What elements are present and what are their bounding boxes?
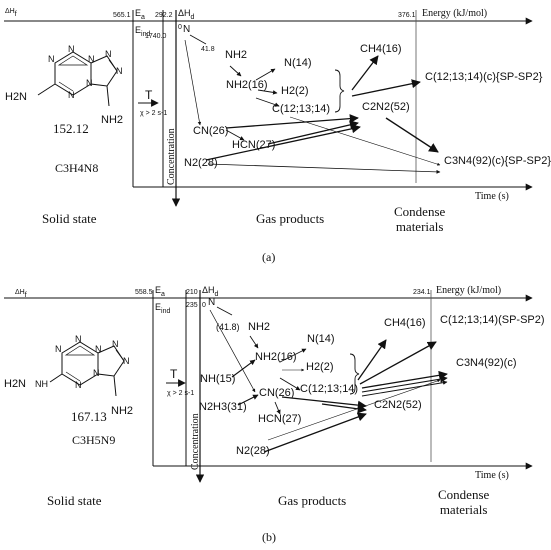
ea-label: Ea xyxy=(135,8,145,22)
delta-hd-label: ΔHd xyxy=(178,8,195,22)
species-c-121314: C(12;13;14) xyxy=(272,103,331,115)
intermediate-value: 41.8 xyxy=(201,46,215,53)
gas-products-label: Gas products xyxy=(278,493,347,508)
energy-value: 234.1 xyxy=(413,289,431,296)
energy-axis-label: Energy (kJ/mol) xyxy=(436,285,502,296)
panel-b-arrows xyxy=(166,306,448,453)
species-c-121314: C(12;13;14) xyxy=(300,383,359,395)
time-axis-label: Time (s) xyxy=(475,470,509,481)
formula: C3H4N8 xyxy=(55,161,99,175)
rate-label: χ > 2 s-1 xyxy=(140,110,168,117)
panel-a-axes xyxy=(4,10,533,207)
zero-label: 0 xyxy=(178,24,182,31)
temperature-label: T xyxy=(145,88,153,102)
species-nh2-top: NH2 xyxy=(225,49,248,61)
panel-b-molecule xyxy=(49,341,125,397)
molecular-mass: 167.13 xyxy=(71,409,107,424)
formula: C3H5N9 xyxy=(72,433,116,447)
solid-state-label: Solid state xyxy=(47,493,102,508)
species-c-condensed: C(12;13;14)(SP-SP2) xyxy=(440,314,545,326)
molecular-mass: 152.12 xyxy=(53,121,89,136)
condense-materials-label: Condense materials xyxy=(438,487,490,517)
panel-b-caption: (b) xyxy=(262,530,276,544)
temperature-label: T xyxy=(170,367,178,381)
species-hcn: HCN(27) xyxy=(258,413,302,425)
ring-n: N xyxy=(105,49,112,59)
eind-value: 1740.0 xyxy=(145,33,167,40)
ea-label: Ea xyxy=(155,285,165,299)
panel-b-axes xyxy=(4,290,533,483)
species-n14: N(14) xyxy=(284,57,312,69)
delta-hd-label: ΔHd xyxy=(202,285,219,299)
gas-products-label: Gas products xyxy=(256,211,325,226)
species-c-condensed: C(12;13;14)(c){SP-SP2} xyxy=(425,71,543,83)
zero-label: 0 xyxy=(202,302,206,309)
delta-hf-label: ΔHf xyxy=(5,8,17,18)
species-c3n4: C3N4(92)(c){SP-SP2} xyxy=(444,155,551,167)
time-axis-label: Time (s) xyxy=(475,191,509,202)
h2n-left: H2N xyxy=(4,378,27,390)
species-h2: H2(2) xyxy=(281,85,309,97)
diagram-lines xyxy=(4,10,533,483)
energy-value: 376.1 xyxy=(398,12,416,19)
panel-a-caption: (a) xyxy=(262,250,276,264)
ring-n: N xyxy=(88,54,95,64)
species-n2: N2(28) xyxy=(236,445,270,457)
ring-n: N xyxy=(48,54,55,64)
nh2-bottom: NH2 xyxy=(111,405,134,417)
concentration-axis: Concentration xyxy=(190,413,201,470)
ring-n: N xyxy=(116,66,123,76)
ring-n: N xyxy=(123,356,130,366)
species-cn: CN(26) xyxy=(259,387,295,399)
ring-n: N xyxy=(95,344,102,354)
eind-label: Eind xyxy=(155,302,171,316)
nh-left: NH xyxy=(35,379,48,389)
hf-value: 558.5 xyxy=(135,289,153,296)
ea-value: 292.2 xyxy=(155,12,173,19)
species-n2: N2(28) xyxy=(184,157,218,169)
rate-label: χ > 2 s-1 xyxy=(167,390,195,397)
delta-hf-label: ΔHf xyxy=(15,289,27,299)
solid-state-label: Solid state xyxy=(42,211,97,226)
ring-n: N xyxy=(68,44,75,54)
eind-label: Eind xyxy=(135,25,151,39)
ring-n: N xyxy=(112,339,119,349)
ring-n: N xyxy=(93,368,100,378)
ring-n: N xyxy=(55,344,62,354)
hf-value: 565.1 xyxy=(113,12,131,19)
panel-a-arrows xyxy=(138,34,441,174)
ea-value: 210 xyxy=(186,289,198,296)
species-ch4: CH4(16) xyxy=(384,317,426,329)
species-cn: CN(26) xyxy=(193,125,229,137)
species-c3n4: C3N4(92)(c) xyxy=(456,357,517,369)
condense-materials-label: Condense materials xyxy=(394,204,446,234)
species-c2n2: C2N2(52) xyxy=(362,101,410,113)
species-n2h3: N2H3(31) xyxy=(199,401,247,413)
concentration-axis: Concentration xyxy=(166,128,177,185)
species-nh2-top: NH2 xyxy=(248,321,271,333)
energy-axis-label: Energy (kJ/mol) xyxy=(422,8,488,19)
ring-n: N xyxy=(68,90,75,100)
ring-n: N xyxy=(75,380,82,390)
h2n-left: H2N xyxy=(5,91,28,103)
species-hcn: HCN(27) xyxy=(232,139,276,151)
species-n14: N(14) xyxy=(307,333,335,345)
species-c2n2: C2N2(52) xyxy=(374,399,422,411)
ring-n: N xyxy=(75,334,82,344)
panel-a-molecule xyxy=(37,51,118,107)
species-nh2-16: NH2(16) xyxy=(226,79,268,91)
species-nh2-16: NH2(16) xyxy=(255,351,297,363)
species-n-triple: N xyxy=(208,297,216,308)
species-h2: H2(2) xyxy=(306,361,334,373)
ring-n: N xyxy=(86,78,93,88)
intermediate-value: (41.8) xyxy=(216,322,240,332)
species-nh15: NH(15) xyxy=(200,373,236,385)
species-ch4: CH4(16) xyxy=(360,43,402,55)
species-n-triple: N xyxy=(183,24,191,35)
eind-value: 235 xyxy=(186,302,198,309)
nh2-bottom: NH2 xyxy=(101,114,124,126)
